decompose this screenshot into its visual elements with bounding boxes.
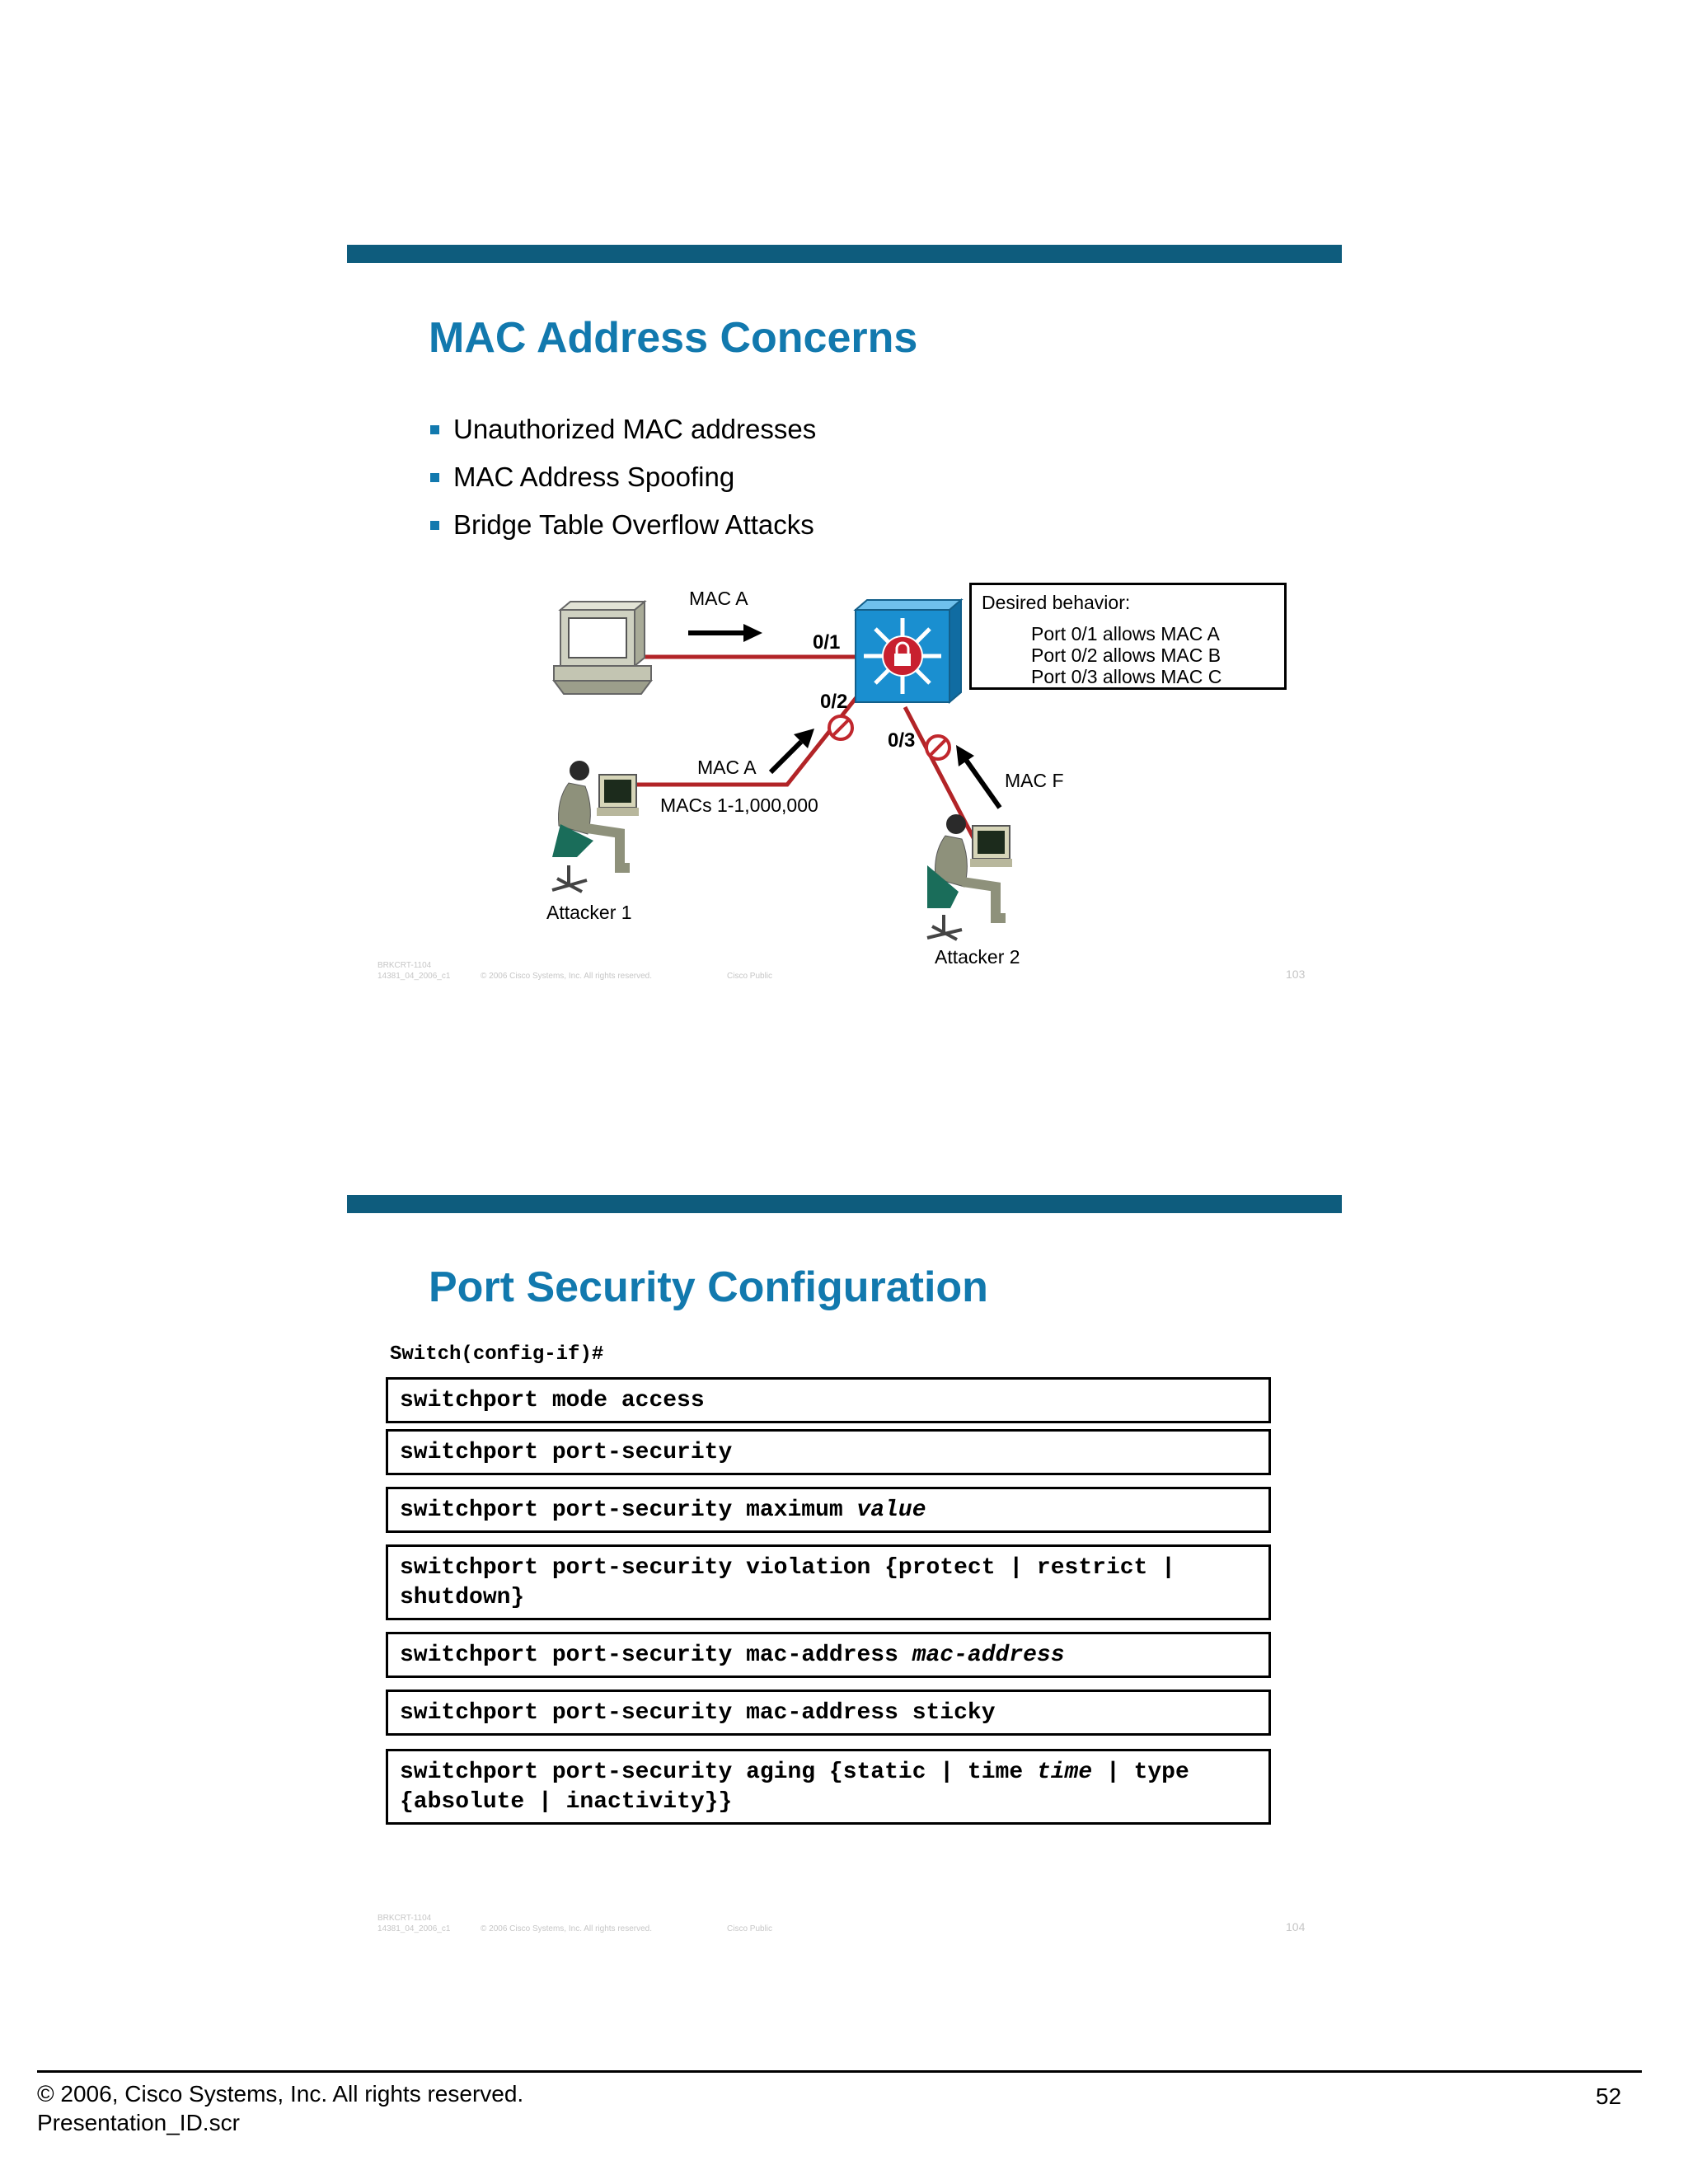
command-box: switchport port-security violation {prot…: [386, 1544, 1271, 1620]
command-box: switchport port-security mac-address sti…: [386, 1690, 1271, 1736]
footer-page-number: 52: [1596, 2083, 1622, 2109]
macs-range-label: MACs 1-1,000,000: [660, 794, 818, 816]
desired-behavior-line: Port 0/1 allows MAC A: [1031, 623, 1220, 644]
command-box: switchport port-security maximum value: [386, 1487, 1271, 1533]
attacker-1-label: Attacker 1: [546, 902, 632, 923]
slide2-title: Port Security Configuration: [429, 1263, 988, 1311]
desired-behavior-line: Port 0/3 allows MAC C: [1031, 666, 1222, 687]
bullet-item: MAC Address Spoofing: [429, 453, 816, 501]
mac-a-mid-label: MAC A: [697, 757, 757, 778]
slide1-footer-class: Cisco Public: [727, 972, 773, 981]
mac-f-label: MAC F: [1005, 770, 1064, 791]
attacker-2-label: Attacker 2: [935, 946, 1020, 968]
bullet-item: Unauthorized MAC addresses: [429, 405, 816, 453]
footer-divider: [37, 2070, 1642, 2073]
blocked-icon-03: [925, 734, 951, 761]
link-port-03: [903, 705, 982, 851]
footer-copyright: © 2006, Cisco Systems, Inc. All rights r…: [37, 2081, 524, 2107]
slide2-footer-class: Cisco Public: [727, 1924, 773, 1933]
port-03-label: 0/3: [888, 729, 916, 752]
footer-filename: Presentation_ID.scr: [37, 2110, 240, 2135]
desired-behavior-title: Desired behavior:: [982, 592, 1131, 613]
port-01-label: 0/1: [813, 631, 841, 654]
workstation-icon: [552, 599, 653, 695]
network-diagram: [551, 598, 1012, 941]
mac-a-top-label: MAC A: [689, 588, 748, 609]
slide1-footer-copyright: © 2006 Cisco Systems, Inc. All rights re…: [481, 972, 653, 981]
arrow-up-left-icon: [956, 745, 1002, 809]
desired-behavior-box: Desired behavior: Port 0/1 allows MAC A …: [969, 583, 1287, 690]
command-box: switchport port-security mac-address mac…: [386, 1632, 1271, 1678]
switch-icon: [853, 598, 964, 705]
cli-prompt: Switch(config-if)#: [390, 1343, 604, 1366]
blocked-icon-02: [828, 715, 854, 741]
slide2-footer-page: 104: [1286, 1920, 1306, 1933]
command-box: switchport port-security: [386, 1429, 1271, 1475]
slide2-top-bar: [347, 1195, 1342, 1213]
slide1-title: MAC Address Concerns: [429, 314, 918, 362]
command-box: switchport mode access: [386, 1377, 1271, 1423]
slide1-footer-page: 103: [1286, 968, 1306, 981]
attacker-2-icon: [926, 814, 1012, 941]
slide2-footer-copyright: © 2006 Cisco Systems, Inc. All rights re…: [481, 1924, 653, 1933]
command-box: switchport port-security aging {static |…: [386, 1749, 1271, 1825]
port-02-label: 0/2: [820, 691, 848, 713]
arrow-right-icon: [688, 624, 762, 642]
desired-behavior-line: Port 0/2 allows MAC B: [1031, 644, 1221, 666]
slide1-top-bar: [347, 245, 1342, 263]
attacker-1-icon: [551, 761, 639, 893]
bullet-item: Bridge Table Overflow Attacks: [429, 501, 816, 549]
arrow-up-right-icon: [768, 729, 814, 775]
slide1-bullet-list: Unauthorized MAC addresses MAC Address S…: [429, 405, 816, 549]
